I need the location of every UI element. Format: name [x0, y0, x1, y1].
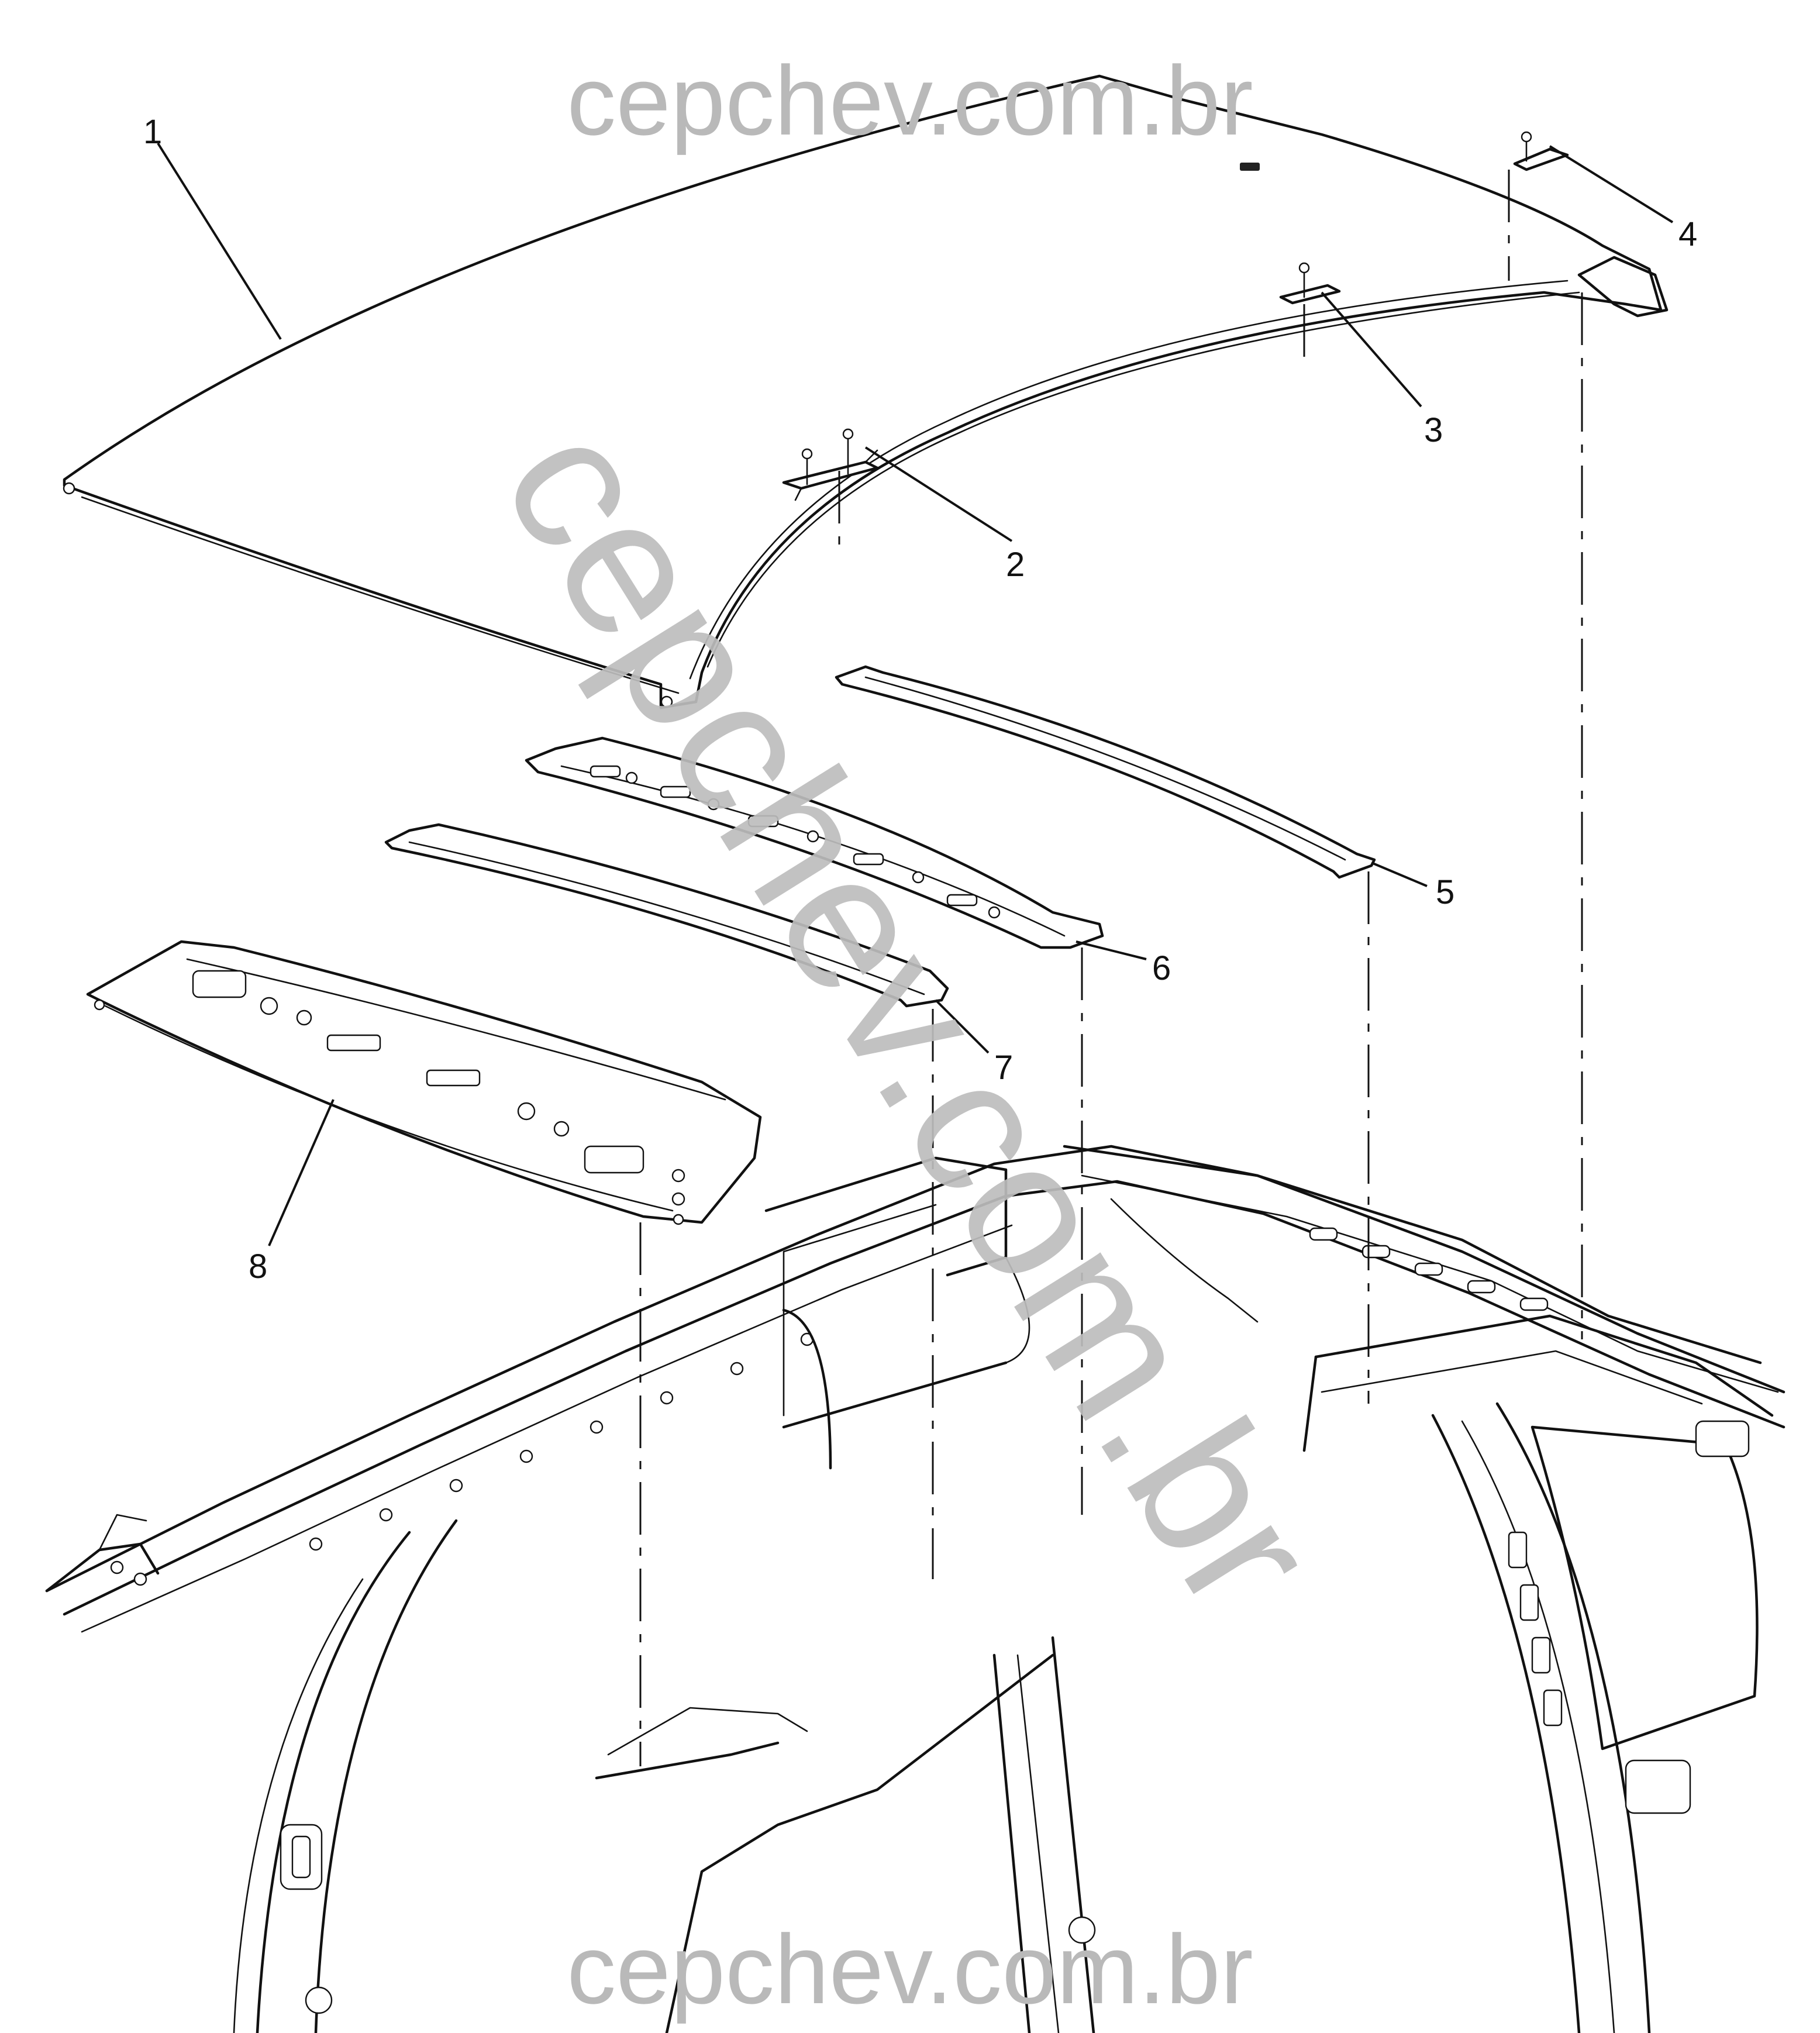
callout-8: 8 — [249, 1248, 267, 1286]
roof-bow-7 — [384, 823, 949, 1008]
callout-3: 3 — [1424, 411, 1443, 449]
leader-lines — [157, 142, 1674, 1246]
callout-6: 6 — [1152, 949, 1171, 987]
watermark-diagonal: cepchev.com.br — [461, 387, 1360, 1645]
bow-6-holes — [590, 765, 1001, 919]
rail-holes — [309, 1227, 1549, 1551]
callout-2: 2 — [1006, 546, 1025, 584]
callout-7: 7 — [994, 1049, 1013, 1087]
roof-bracket-3 — [1279, 262, 1341, 305]
body-side-frame — [45, 1145, 1785, 2033]
callout-1: 1 — [143, 113, 162, 151]
watermark-top: cepchev.com.br — [567, 46, 1253, 156]
callout-4: 4 — [1678, 215, 1697, 253]
roof-bow-5 — [835, 665, 1376, 879]
header-panel-openings — [94, 970, 685, 1225]
roof-bracket-2 — [782, 428, 879, 501]
roof-panel — [63, 74, 1669, 709]
header-panel-8 — [86, 940, 762, 1225]
roof-bow-6 — [525, 736, 1104, 949]
watermark-bottom: cepchev.com.br — [567, 1914, 1253, 2024]
install-lines — [639, 170, 1583, 1766]
roof-bracket-4 — [1513, 131, 1569, 171]
callout-labels: 1 2 3 4 5 6 7 8 — [143, 113, 1697, 1286]
callout-5: 5 — [1436, 873, 1454, 911]
